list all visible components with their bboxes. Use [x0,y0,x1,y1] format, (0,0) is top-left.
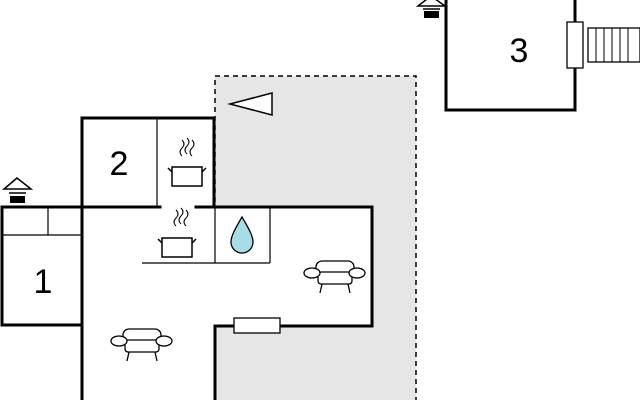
radiator-icon [233,317,281,334]
house-entrance-icon [415,0,448,18]
sofa-icon [303,260,366,294]
outer-walls [0,116,374,400]
sofa-icon [110,328,173,362]
room-number-2: 2 [110,145,129,183]
cooking-pot-icon [157,207,197,258]
stairs-icon [566,21,640,69]
room-number-1: 1 [34,263,53,301]
cooking-pot-icon [167,137,207,187]
house-entrance-icon [1,177,34,203]
room-number-3: 3 [510,32,529,70]
room-1-fill [2,207,82,325]
direction-arrow-icon [227,92,273,116]
water-drop-icon [230,215,254,254]
